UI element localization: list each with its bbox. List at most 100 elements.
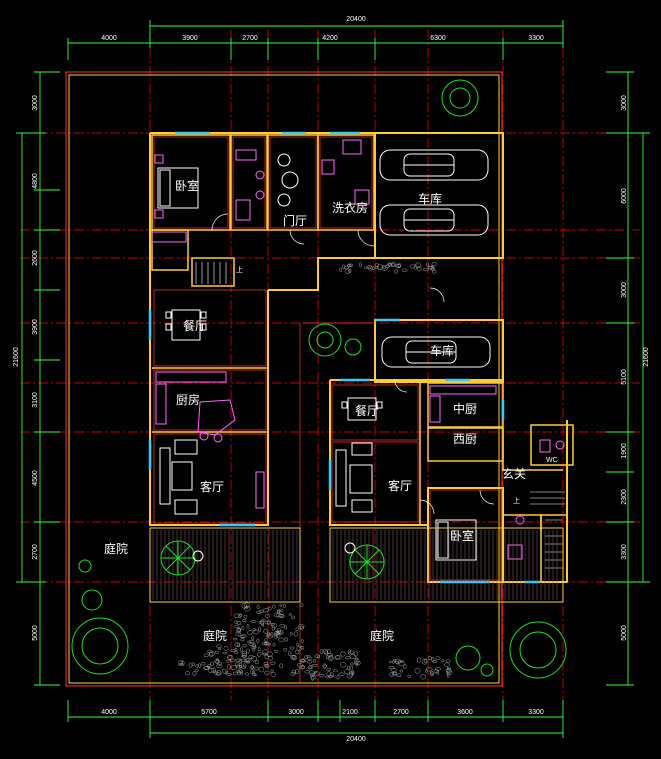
gravel-stone xyxy=(344,268,351,275)
gravel-stone xyxy=(227,654,232,660)
gravel-stone xyxy=(279,603,283,608)
doors xyxy=(211,213,495,515)
gravel-stone xyxy=(446,668,452,674)
gravel-stone xyxy=(423,658,428,663)
gravel-stone xyxy=(238,658,242,664)
room-kitchen-1: 厨房 xyxy=(176,392,200,407)
gravel-stone xyxy=(192,671,197,676)
gravel-stone xyxy=(391,660,395,664)
gravel-stone xyxy=(309,666,313,670)
room-garage-2: 车库 xyxy=(430,343,454,358)
gravel-stone xyxy=(397,673,402,678)
gravel-stone xyxy=(191,662,195,667)
gravel-stone xyxy=(348,671,353,677)
gravel-stone xyxy=(276,631,283,635)
gravel-stone xyxy=(227,655,234,660)
gravel-stone xyxy=(263,628,269,635)
gravel-stone xyxy=(346,673,353,679)
gravel-stone xyxy=(239,635,245,639)
gravel-stone xyxy=(391,668,397,673)
gravel-stone xyxy=(262,652,268,656)
gravel-stone xyxy=(242,619,247,623)
gravel-stone xyxy=(314,671,321,676)
gravel-stone xyxy=(398,660,405,667)
dim-top-2: 3900 xyxy=(182,35,198,42)
gravel-stone xyxy=(284,625,288,630)
gravel-stone xyxy=(292,654,297,661)
gravel-stone xyxy=(354,660,361,666)
gravel-stone xyxy=(374,262,379,268)
room-chinese-kitchen: 中厨 xyxy=(453,401,477,416)
tree-icon xyxy=(455,645,481,671)
gravel-stone xyxy=(314,654,321,658)
gravel-stone xyxy=(233,651,239,655)
gravel-stone xyxy=(240,670,244,676)
car-icon xyxy=(379,204,489,236)
gravel-stone xyxy=(252,649,256,652)
gravel-stone xyxy=(234,647,238,651)
gravel-stone xyxy=(407,674,411,678)
gravel-stone xyxy=(225,659,232,663)
dim-left-3: 2600 xyxy=(32,250,39,266)
gravel-stone xyxy=(248,655,255,659)
gravel xyxy=(178,261,453,681)
gravel-stone xyxy=(427,266,434,270)
gravel-stone xyxy=(246,660,250,664)
gravel-stone xyxy=(340,662,347,668)
gravel-stone xyxy=(322,663,327,669)
gravel-stone xyxy=(250,646,257,649)
gravel-stone xyxy=(225,672,232,676)
dim-right-total: 21600 xyxy=(643,347,650,367)
dim-right-4: 5100 xyxy=(621,369,628,385)
gravel-stone xyxy=(324,650,328,656)
dim-bottom-total: 20400 xyxy=(346,736,366,743)
gravel-stone xyxy=(252,642,256,648)
gravel-stone xyxy=(252,628,257,632)
gravel-stone xyxy=(210,661,215,666)
gravel-stone xyxy=(329,654,333,660)
gravel-stone xyxy=(222,668,228,674)
gravel-stone xyxy=(282,604,286,608)
room-courtyard-3: 庭院 xyxy=(370,628,394,643)
gravel-stone xyxy=(301,658,305,663)
dim-left-4: 3900 xyxy=(32,319,39,335)
gravel-stone xyxy=(279,663,283,669)
gravel-stone xyxy=(312,659,317,663)
dim-bottom-4: 2100 xyxy=(342,709,358,716)
gravel-stone xyxy=(301,665,305,670)
gravel-stone xyxy=(296,643,300,647)
gravel-stone xyxy=(421,659,428,665)
terraces xyxy=(149,527,564,603)
gravel-stone xyxy=(233,625,239,629)
gravel-stone xyxy=(235,664,243,669)
gravel-stone xyxy=(241,626,245,630)
car-icon xyxy=(381,336,491,368)
gravel-stone xyxy=(279,623,286,628)
gravel-stone xyxy=(353,651,359,657)
gravel-stone xyxy=(273,649,279,653)
tree-icon xyxy=(509,621,567,679)
gravel-stone xyxy=(416,266,422,272)
tree-icon xyxy=(344,338,362,356)
gravel-stone xyxy=(287,651,292,656)
gravel-stone xyxy=(239,613,243,617)
room-courtyard-2: 庭院 xyxy=(203,628,227,643)
gravel-stone xyxy=(288,613,292,616)
gravel-stone xyxy=(208,667,214,673)
gravel-stone xyxy=(326,667,331,671)
gravel-stone xyxy=(426,667,433,672)
gravel-stone xyxy=(300,659,306,662)
garage-cars xyxy=(379,149,491,368)
gravel-stone xyxy=(240,634,247,638)
gravel-stone xyxy=(289,632,293,636)
gravel-stone xyxy=(236,642,241,648)
gravel-stone xyxy=(269,661,276,665)
gravel-stone xyxy=(283,647,287,652)
room-labels: 卧室 门厅 洗衣房 车库 餐厅 厨房 客厅 庭院 车库 中厨 餐厅 西厨 玄关 … xyxy=(104,178,558,643)
gravel-stone xyxy=(339,267,343,272)
gravel-stone xyxy=(263,661,268,666)
tree-icon xyxy=(441,79,479,117)
gravel-stone xyxy=(271,604,276,609)
room-laundry: 洗衣房 xyxy=(332,200,368,215)
